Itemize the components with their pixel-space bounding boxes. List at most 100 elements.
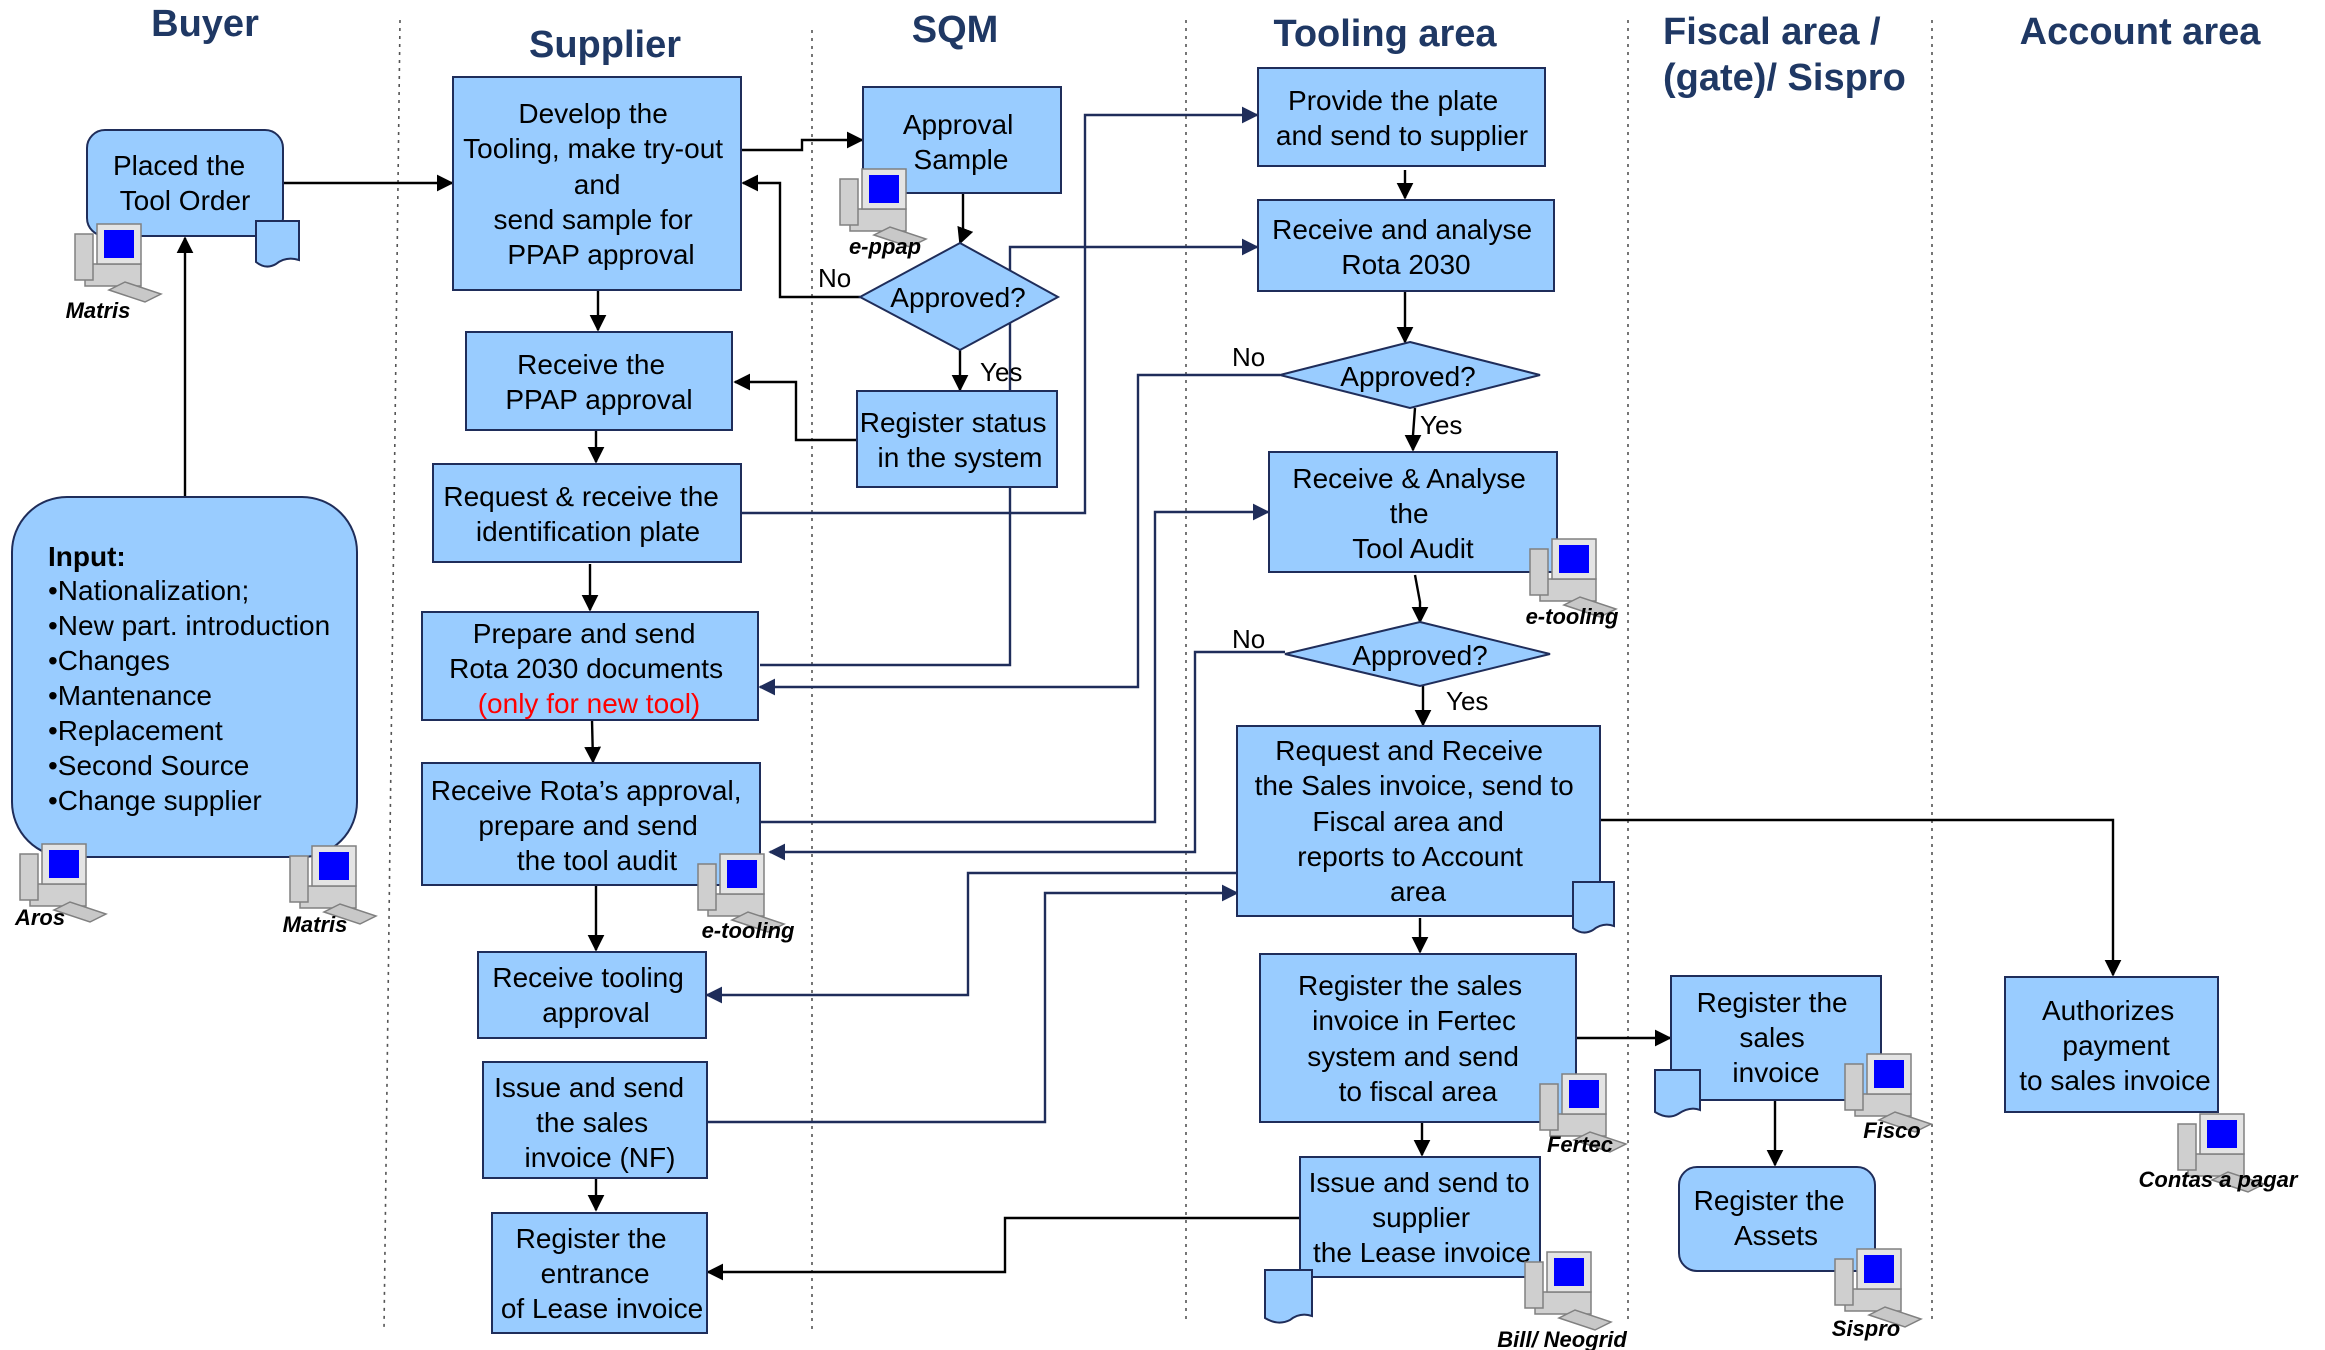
receive-ppap-text: Receive the PPAP approval [505,349,692,415]
issue-invoice-line-3: invoice (NF) [525,1142,676,1173]
tooling-approval-line-1: Receive tooling [492,962,683,993]
request-plate-text: Request & receive the identification pla… [443,481,726,547]
register-lease-line-3: of Lease invoice [501,1293,703,1324]
register-lease-text: Register the entrance of Lease invoice [501,1223,703,1324]
register-fertec-box: Register the sales invoice in Fertec sys… [1259,953,1577,1123]
receive-rota-line-1: Receive Rota’s approval, [431,775,742,806]
receive-audit-line-1: Receive & Analyse [1292,463,1525,494]
receive-rota-tooling-box: Receive and analyse Rota 2030 [1257,199,1555,292]
decision-labels: No Yes No Yes No Yes [818,263,1488,716]
provide-plate-box: Provide the plate and send to supplier [1257,67,1546,167]
input-title: Input: [48,541,126,572]
provide-plate-line-1: Provide the plate [1288,85,1498,116]
label-no-audit: No [1232,624,1265,654]
issue-invoice-line-1: Issue and send [494,1072,684,1103]
register-lease-line-1: Register the [516,1223,667,1254]
arrow-status-to-ppap [733,373,857,442]
arrow-sales-invoice-to-payment [1600,818,2122,977]
payment-line-1: Authorizes [2042,995,2174,1026]
receive-rota-line-2: prepare and send [478,810,698,841]
payment-line-3: to sales invoice [2019,1065,2210,1096]
approved-rota-diamond: Approved? [1279,340,1541,410]
placed-order-box: Placed the Tool Order [86,129,300,268]
prepare-rota-line-2: Rota 2030 documents [449,653,723,684]
request-plate-line-2: identification plate [476,516,700,547]
provide-plate-line-2: and send to supplier [1276,120,1528,151]
placed-order-text: Placed the Tool Order [113,150,253,216]
register-lease-line-2: entrance [541,1258,650,1289]
issue-lease-text: Issue and send to supplier the Lease inv… [1309,1167,1538,1268]
sales-invoice-line-1: Request and Receive [1275,735,1543,766]
authorizes-payment-text: Authorizes payment to sales invoice [2019,995,2210,1096]
placed-order-line-2: Tool Order [120,185,251,216]
fertec-line-1: Register the sales [1298,970,1522,1001]
tooling-approval-line-2: approval [542,997,649,1028]
input-item-4: •Mantenance [48,680,212,711]
rota-tooling-line-2: Rota 2030 [1341,249,1470,280]
issue-lease-line-3: the Lease invoice [1313,1237,1531,1268]
sales-invoice-line-5: area [1390,876,1446,907]
issue-invoice-line-2: the sales [536,1107,648,1138]
payment-line-2: payment [2062,1030,2170,1061]
register-fertec-text: Register the sales invoice in Fertec sys… [1298,970,1530,1107]
prepare-rota-box: Prepare and send Rota 2030 documents (on… [421,611,759,721]
input-item-5: •Replacement [48,715,223,746]
system-label-aros: Aros [14,905,65,930]
fertec-line-4: to fiscal area [1339,1076,1498,1107]
request-sales-invoice-box: Request and Receive the Sales invoice, s… [1236,725,1615,934]
lane-title-fiscal-line2: (gate)/ Sispro [1663,57,1906,99]
arrow-audit-to-tooling [760,503,1270,824]
approved-audit-text: Approved? [1352,640,1487,671]
request-sales-invoice-text: Request and Receive the Sales invoice, s… [1255,735,1582,907]
fiscal-register-line-2: sales [1739,1022,1804,1053]
system-label-eppap: e-ppap [849,234,921,259]
sales-invoice-line-4: reports to Account [1297,841,1523,872]
register-lease-box: Register the entrance of Lease invoice [491,1212,708,1334]
input-item-3: •Changes [48,645,170,676]
input-item-7: •Change supplier [48,785,262,816]
placed-order-line-1: Placed the [113,150,245,181]
fertec-line-3: system and send [1307,1041,1519,1072]
arrow-no-rota-to-supplier [758,373,1280,696]
receive-audit-line-3: Tool Audit [1352,533,1474,564]
arrow-no-to-develop [741,174,860,299]
system-label-etooling-supplier: e-tooling [702,918,795,943]
approved-sqm-text: Approved? [890,282,1025,313]
receive-ppap-box: Receive the PPAP approval [465,331,733,431]
register-status-text: Register status in the system [860,407,1055,473]
register-status-line-2: in the system [878,442,1043,473]
system-labels: Matris Aros Matris e-ppap e-tooling e-to… [14,234,2299,1350]
develop-line-5: PPAP approval [507,239,694,270]
arrow-audit-to-approved [1411,574,1429,624]
provide-plate-text: Provide the plate and send to supplier [1276,85,1528,151]
input-item-6: •Second Source [48,750,249,781]
prepare-rota-text: Prepare and send Rota 2030 documents (on… [449,618,731,719]
arrow-sales-invoice-to-tooling-approval [705,871,1237,1004]
system-label-etooling-tooling: e-tooling [1526,604,1619,629]
arrow-rota-to-rota-approval [584,719,602,764]
lane-title-sqm: SQM [912,9,999,51]
lane-title-tooling: Tooling area [1273,13,1497,55]
lane-separators [383,19,1933,1331]
assets-line-2: Assets [1734,1220,1818,1251]
arrow-approved-to-audit [1404,407,1422,452]
issue-lease-line-2: supplier [1372,1202,1470,1233]
system-label-sispro: Sispro [1832,1316,1900,1341]
arrow-develop-to-sample [741,131,864,152]
approval-sample-line-2: Sample [914,144,1009,175]
develop-tooling-text: Develop the Tooling, make try-out and se… [463,98,731,270]
arrow-no-audit-to-supplier [768,650,1285,861]
register-assets-box: Register the Assets [1678,1166,1876,1272]
label-no-sqm: No [818,263,851,293]
fiscal-register-line-3: invoice [1732,1057,1819,1088]
approved-sqm-diamond: Approved? [857,241,1061,352]
receive-rota-tooling-text: Receive and analyse Rota 2030 [1272,214,1540,280]
computer-icon [1524,1251,1612,1331]
lane-titles: Buyer Supplier SQM Tooling area Fiscal a… [151,3,2261,99]
assets-line-1: Register the [1694,1185,1845,1216]
lane-title-account: Account area [2020,11,2262,53]
receive-rota-line-3: the tool audit [517,845,678,876]
document-icon [1264,1269,1313,1324]
input-item-2: •New part. introduction [48,610,330,641]
